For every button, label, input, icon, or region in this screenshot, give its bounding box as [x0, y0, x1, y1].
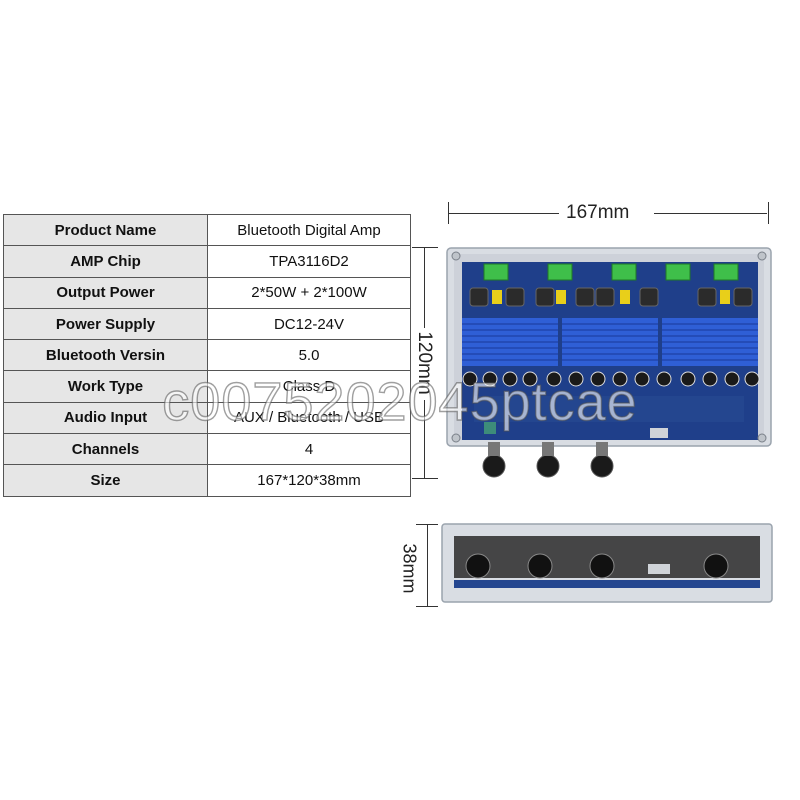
- width-dim-tick-left: [448, 202, 449, 224]
- yellow-capacitors: [492, 290, 730, 304]
- heatsink-left: [462, 318, 558, 366]
- height-dim-label: 120mm: [414, 331, 435, 395]
- height-dim-tick-top: [412, 247, 438, 248]
- spec-value: 4: [207, 433, 411, 466]
- height-dim-line-bottom: [424, 400, 425, 478]
- amplifier-front-view: [441, 523, 773, 603]
- heatsink-right: [662, 318, 758, 366]
- table-row: Size 167*120*38mm: [3, 464, 411, 497]
- spec-value: 167*120*38mm: [207, 464, 411, 497]
- speaker-terminal: [547, 263, 573, 281]
- spec-label: AMP Chip: [3, 245, 208, 278]
- spec-label: Audio Input: [3, 401, 208, 435]
- spec-value: DC12-24V: [207, 307, 411, 341]
- width-dim-line-left: [449, 213, 559, 214]
- amplifier-top-view: [446, 247, 772, 478]
- usb-port: [650, 428, 668, 438]
- table-row: Power Supply DC12-24V: [3, 307, 411, 341]
- spec-label: Work Type: [3, 370, 208, 403]
- volume-knobs: [482, 422, 614, 478]
- front-usb-port: [648, 564, 670, 574]
- speaker-terminal: [483, 263, 509, 281]
- depth-dim-tick-bottom: [416, 606, 438, 607]
- spec-value: TPA3116D2: [207, 245, 411, 278]
- height-dim-line-top: [424, 248, 425, 328]
- corner-screws: [451, 251, 767, 443]
- spec-value: Class D: [207, 370, 411, 403]
- height-dim-tick-bottom: [412, 478, 438, 479]
- front-knobs: [465, 553, 729, 579]
- inductor-row: [469, 287, 753, 307]
- front-pcb-edge: [454, 580, 760, 588]
- table-row: AMP Chip TPA3116D2: [3, 245, 411, 278]
- spec-label: Output Power: [3, 276, 208, 309]
- depth-dim-tick-top: [416, 524, 438, 525]
- depth-dim-label: 38mm: [399, 543, 420, 594]
- spec-value: Bluetooth Digital Amp: [207, 213, 411, 247]
- spec-value: 2*50W + 2*100W: [207, 276, 411, 309]
- spec-label: Power Supply: [3, 307, 208, 341]
- speaker-terminal: [611, 263, 637, 281]
- width-dim-line-right: [654, 213, 767, 214]
- width-dim-label: 167mm: [566, 202, 630, 223]
- spec-label: Size: [3, 464, 208, 497]
- heatsink-middle: [562, 318, 658, 366]
- depth-dim-line: [427, 525, 428, 606]
- table-row: Audio Input AUX / Bluetooth / USB: [3, 401, 411, 435]
- table-row: Product Name Bluetooth Digital Amp: [3, 213, 411, 247]
- spec-table: Product Name Bluetooth Digital Amp AMP C…: [3, 213, 411, 497]
- table-row: Output Power 2*50W + 2*100W: [3, 276, 411, 309]
- speaker-terminal: [713, 263, 739, 281]
- pcb-lower-section: [474, 396, 744, 422]
- speaker-terminal: [665, 263, 691, 281]
- table-row: Bluetooth Versin 5.0: [3, 339, 411, 372]
- table-row: Channels 4: [3, 433, 411, 466]
- spec-value: 5.0: [207, 339, 411, 372]
- spec-label: Channels: [3, 433, 208, 466]
- capacitor-row: [462, 371, 760, 387]
- spec-value: AUX / Bluetooth / USB: [207, 401, 411, 435]
- spec-label: Bluetooth Versin: [3, 339, 208, 372]
- table-row: Work Type Class D: [3, 370, 411, 403]
- spec-label: Product Name: [3, 213, 208, 247]
- width-dim-tick-right: [768, 202, 769, 224]
